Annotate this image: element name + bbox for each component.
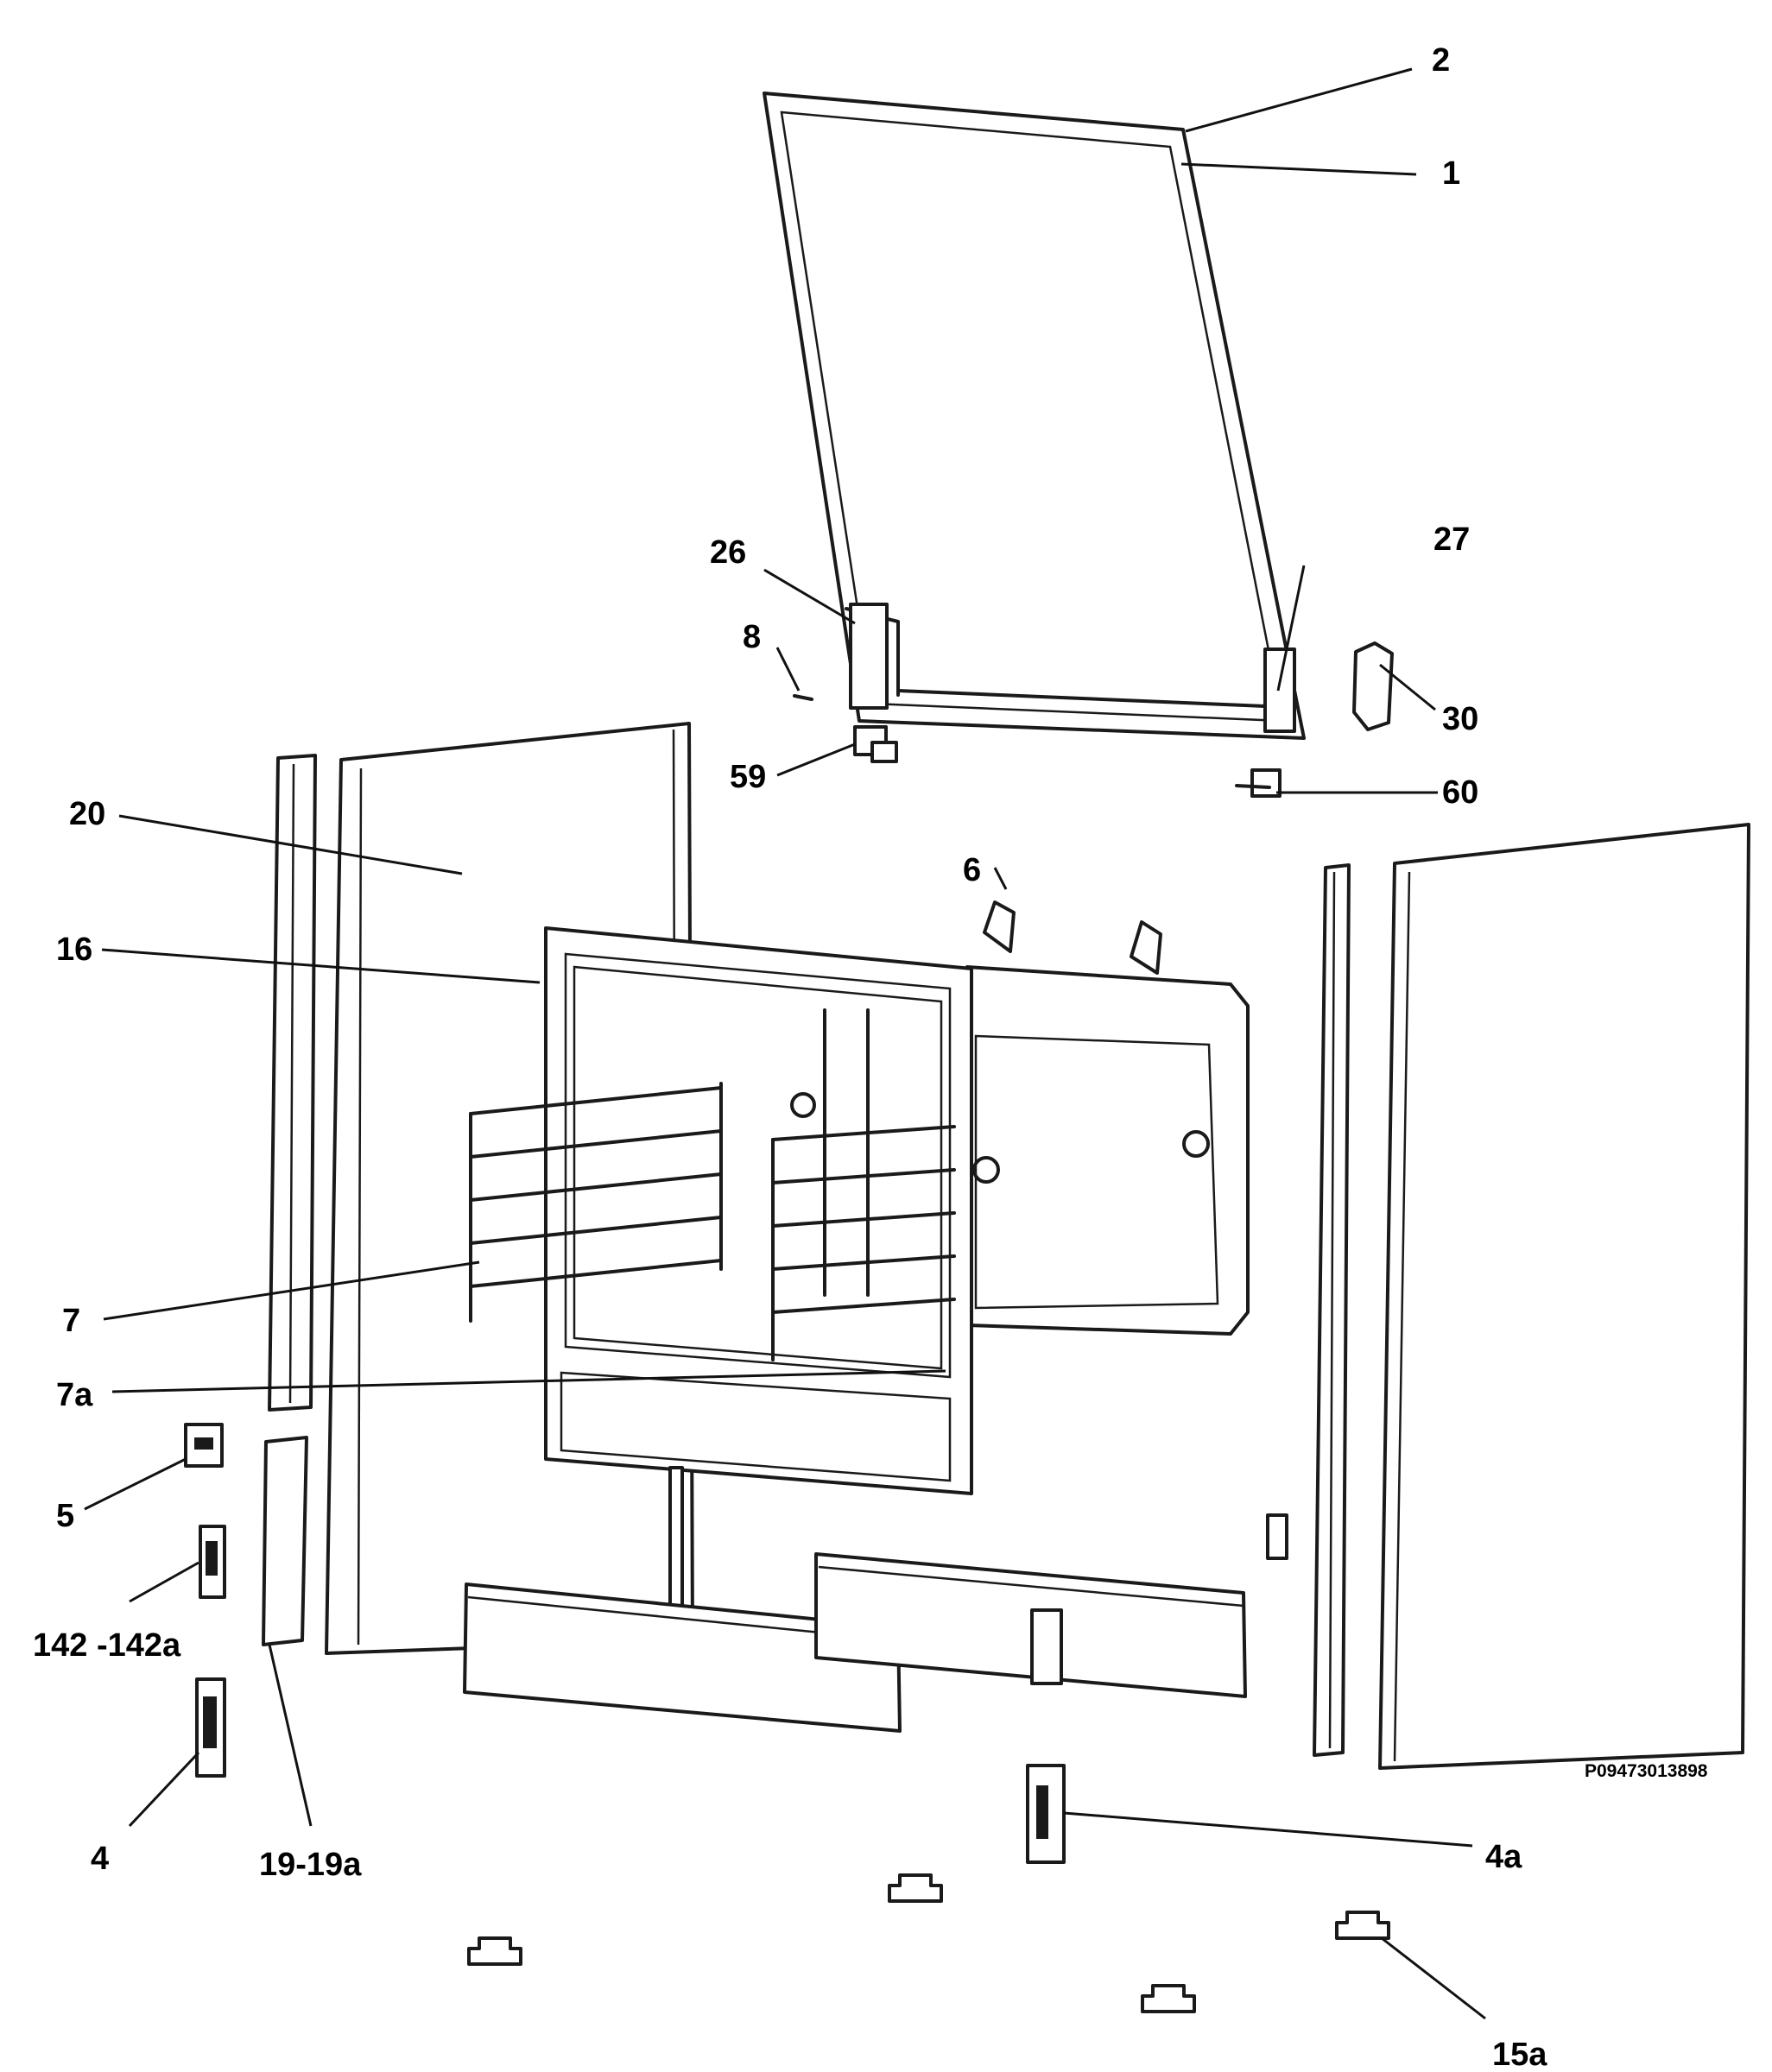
callout-labels: 2 1 26 27 8 30 59 60 20 6 16 7 7a 5 142 … xyxy=(33,42,1708,2072)
latch-142-part xyxy=(199,1525,226,1599)
hinge-right-part xyxy=(1235,768,1282,798)
callout-59: 59 xyxy=(730,759,766,795)
callout-8: 8 xyxy=(743,619,761,655)
callout-15a: 15a xyxy=(1492,2037,1547,2072)
callout-5: 5 xyxy=(56,1498,74,1534)
callout-7: 7 xyxy=(62,1303,80,1339)
right-front-strip-part xyxy=(1313,863,1351,1757)
oven-rack-right-part xyxy=(771,1125,956,1361)
callout-4a: 4a xyxy=(1485,1839,1522,1875)
top-frame-part xyxy=(763,92,1306,740)
callout-20: 20 xyxy=(69,796,105,832)
oven-cavity-part xyxy=(544,926,1250,1495)
callout-6: 6 xyxy=(963,852,981,888)
left-front-strip-part xyxy=(262,754,317,1646)
callout-1: 1 xyxy=(1442,155,1460,192)
callout-26: 26 xyxy=(710,534,746,571)
hinge-left-part xyxy=(853,725,898,763)
oven-rack-left-part xyxy=(469,1082,723,1323)
callout-60: 60 xyxy=(1442,774,1478,811)
hinge-4-part xyxy=(195,1677,226,1778)
callout-7a: 7a xyxy=(56,1377,93,1413)
callout-16: 16 xyxy=(56,932,92,968)
callout-19-19a: 19-19a xyxy=(259,1847,362,1883)
hinge-4a-part xyxy=(1026,1764,1066,1864)
leader-lines xyxy=(84,67,1486,2020)
clip-30-part xyxy=(1352,641,1394,731)
drawing-code: P09473013898 xyxy=(1585,1761,1708,1781)
callout-142-142a: 142 -142a xyxy=(33,1627,181,1664)
callout-4: 4 xyxy=(91,1841,109,1877)
callout-30: 30 xyxy=(1442,701,1478,737)
callout-2: 2 xyxy=(1432,42,1450,79)
screw-part xyxy=(793,694,813,701)
lower-plinth-part xyxy=(463,1466,1288,1733)
right-side-panel-part xyxy=(1378,823,1750,1770)
clip-6-part xyxy=(983,900,1162,975)
foot-part xyxy=(467,1873,1390,2013)
callout-27: 27 xyxy=(1433,521,1470,558)
bracket-5-part xyxy=(184,1423,224,1468)
